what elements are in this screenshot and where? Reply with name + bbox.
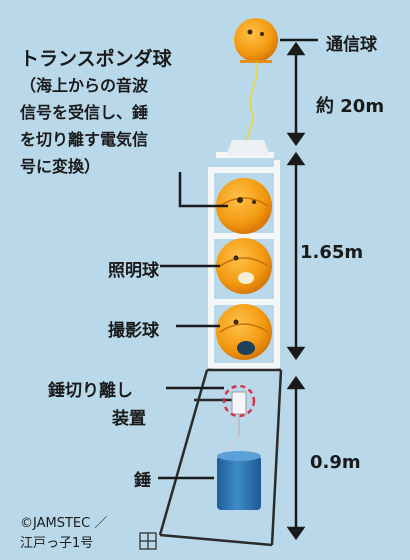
frame-top-cap (226, 140, 270, 156)
leader-lines (158, 38, 318, 480)
lower-frame (158, 368, 283, 547)
camera-sphere (216, 304, 272, 360)
release-device-label-line1: 錘切り離し (48, 381, 133, 401)
edokko-logo (139, 532, 157, 550)
credit-line-1: ©JAMSTEC ／ (20, 516, 108, 531)
weight-label: 錘 (134, 471, 151, 491)
weight-drum (217, 451, 261, 510)
dimension-arrows (286, 41, 306, 541)
credit-line-2: 江戸っ子1号 (20, 536, 94, 551)
light-sphere (216, 238, 272, 294)
transponder-sphere-description: （海上からの音波 信号を受信し、錘 を切り離す電気信 号に変換） (20, 76, 149, 176)
camera-sphere-label: 撮影球 (108, 321, 159, 341)
light-sphere-label: 照明球 (108, 261, 159, 281)
distance-top-label: 約 20m (316, 96, 385, 117)
release-device-label-line2: 装置 (112, 409, 146, 429)
upper-frame (208, 152, 280, 369)
comm-sphere (234, 18, 278, 63)
release-device (221, 384, 257, 457)
transponder-sphere-label: トランスポンダ球 (20, 48, 172, 70)
transponder-sphere (216, 178, 272, 234)
frame-height-label: 1.65m (300, 242, 364, 263)
comm-sphere-label: 通信球 (326, 35, 377, 55)
bottom-height-label: 0.9m (310, 452, 361, 473)
tether-line (246, 61, 259, 151)
